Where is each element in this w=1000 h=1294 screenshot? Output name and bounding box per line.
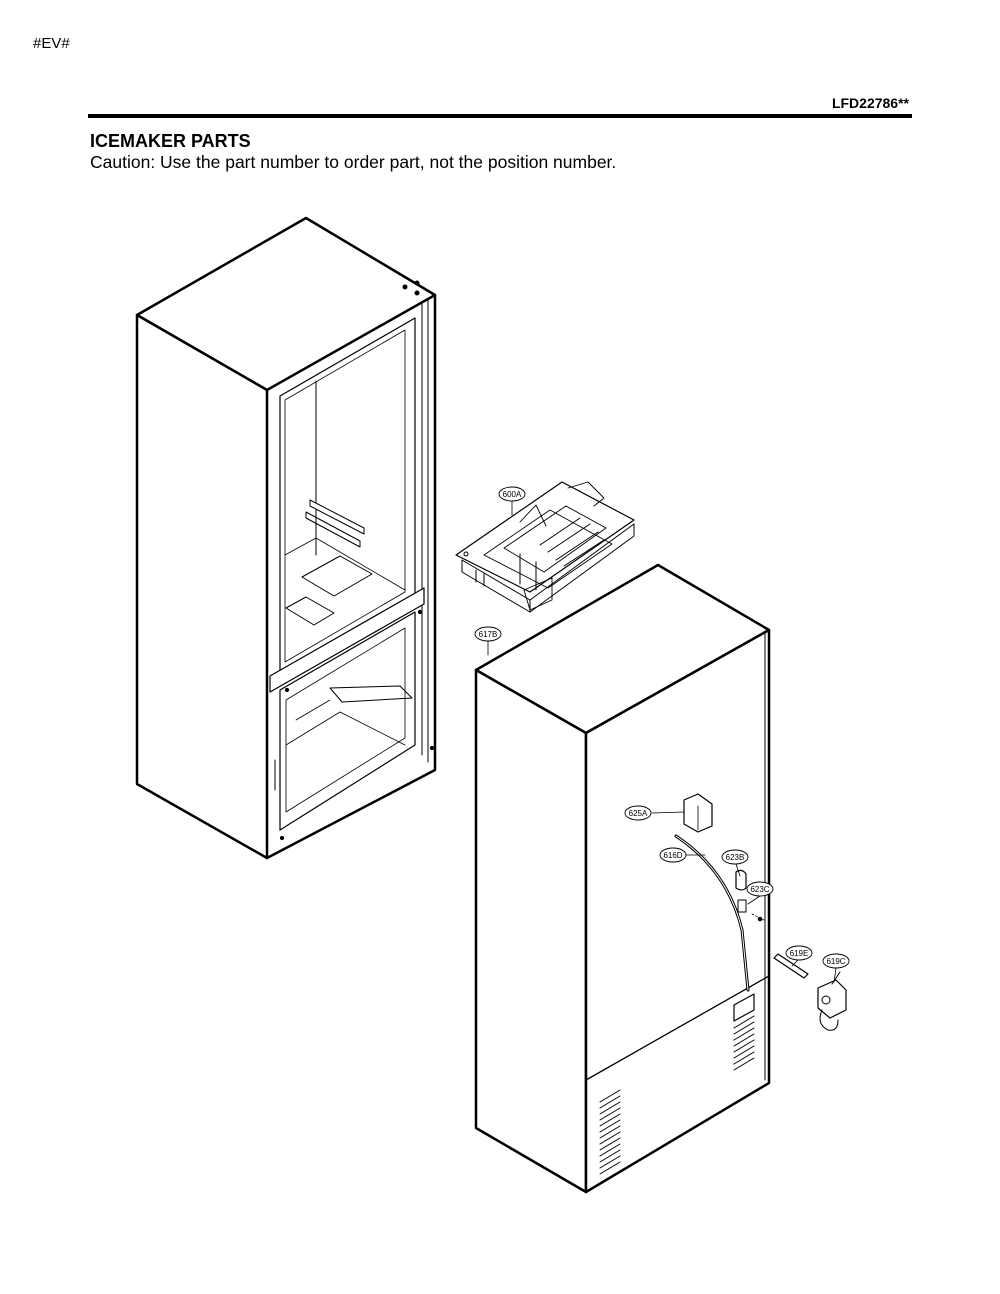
page-code: #EV# (33, 35, 70, 52)
callout-623B: 623B (721, 849, 749, 865)
header-rule (88, 114, 912, 118)
svg-text:617B: 617B (479, 630, 498, 639)
svg-text:625A: 625A (629, 809, 648, 818)
model-number: LFD22786** (831, 95, 909, 111)
svg-text:623C: 623C (750, 885, 769, 894)
svg-text:619C: 619C (826, 957, 845, 966)
callout-619E: 619E (785, 945, 813, 961)
caution-note: Caution: Use the part number to order pa… (90, 152, 617, 172)
svg-text:600A: 600A (503, 490, 522, 499)
callout-617B: 617B (474, 626, 502, 642)
svg-text:623B: 623B (726, 853, 745, 862)
water-system-parts (674, 793, 847, 1031)
callout-625A: 625A (624, 805, 652, 821)
section-title: ICEMAKER PARTS (90, 131, 251, 151)
callout-616D: 616D (659, 847, 687, 863)
cabinet-liner (135, 216, 437, 860)
callout-623C: 623C (746, 881, 774, 897)
rear-cabinet (474, 563, 771, 1194)
svg-text:616D: 616D (663, 851, 682, 860)
svg-text:619E: 619E (790, 949, 809, 958)
icemaker-assembly (455, 481, 635, 613)
callout-600A: 600A (498, 486, 526, 502)
callout-619C: 619C (822, 953, 850, 969)
